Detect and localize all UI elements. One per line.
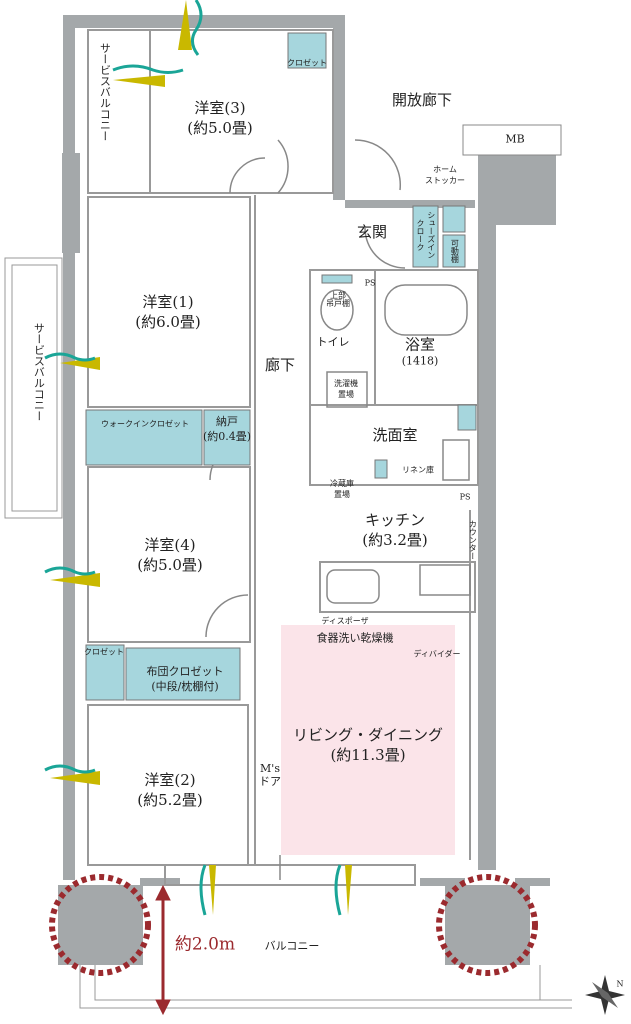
label-counter: カウンター bbox=[468, 520, 478, 560]
room-name: 洋室(1) bbox=[142, 292, 194, 311]
room-size: (約5.2畳) bbox=[137, 791, 203, 809]
label-divider: ディバイダー bbox=[413, 649, 461, 659]
room-size: (約6.0畳) bbox=[135, 313, 201, 331]
room-name: 洋室(4) bbox=[144, 535, 196, 554]
room-name: 洋室(3) bbox=[194, 98, 246, 117]
compass-icon bbox=[585, 975, 625, 1015]
label-home-stocker: ホーム ストッカー bbox=[425, 165, 465, 185]
room-size: (約5.0畳) bbox=[137, 556, 203, 574]
label-fridge-space: 冷蔵庫 置場 bbox=[330, 479, 354, 499]
room-toilet: トイレ bbox=[316, 335, 350, 349]
interior-walls bbox=[87, 29, 479, 886]
living-dining-area bbox=[281, 625, 455, 855]
label-ps: PS bbox=[459, 492, 471, 502]
pillar-marker-right bbox=[436, 874, 538, 976]
room-washroom: 洗面室 bbox=[372, 425, 418, 444]
label-futon-closet-note: (中段/枕棚付) bbox=[151, 680, 219, 693]
label-service-balcony: サービスバルコニー bbox=[98, 42, 112, 142]
room-size: (1418) bbox=[401, 354, 439, 368]
closets bbox=[85, 32, 477, 701]
label-closet: クロゼット bbox=[84, 647, 124, 657]
label-dishwasher: 食器洗い乾燥機 bbox=[316, 631, 394, 645]
label-futon-closet-name: 布団クロゼット bbox=[146, 665, 224, 679]
label-balcony: バルコニー bbox=[264, 939, 320, 953]
label-linen-closet: リネン庫 bbox=[402, 465, 434, 475]
room-name: 浴室 bbox=[404, 335, 436, 354]
ventilation-markers bbox=[44, 0, 352, 916]
room-storage: 納戸(約0.4畳) bbox=[203, 415, 251, 445]
label-ms-door: M's ドア bbox=[259, 761, 281, 788]
label-service-balcony: サービスバルコニー bbox=[32, 322, 46, 422]
room-size: (約0.4畳) bbox=[202, 430, 252, 443]
label-washer-space: 洗濯機 置場 bbox=[334, 379, 358, 399]
room-hallway: 廊下 bbox=[264, 355, 296, 374]
balcony-railing bbox=[4, 257, 572, 1009]
room-size: (約3.2畳) bbox=[362, 531, 428, 549]
balcony-depth-arrow bbox=[155, 884, 171, 1016]
label-walk-in-closet: ウォークインクロゼット bbox=[101, 419, 189, 429]
label-balcony-depth: 約2.0m bbox=[174, 934, 236, 955]
room-name: 納戸 bbox=[215, 415, 238, 429]
label-movable-shelf: 可動棚 bbox=[450, 239, 460, 263]
room-name: キッチン bbox=[364, 510, 425, 529]
label-upper-cabinet: 上部 吊戸棚 bbox=[326, 291, 350, 308]
room-size: (約11.3畳) bbox=[330, 746, 406, 764]
label-closet: クロゼット bbox=[287, 58, 327, 68]
label-futon-closet: 布団クロゼット(中段/枕棚付) bbox=[147, 665, 224, 695]
label-open-corridor: 開放廊下 bbox=[391, 90, 453, 109]
room-living-dining: リビング・ダイニング (約11.3畳) bbox=[293, 725, 443, 766]
room-bath: 浴室(1418) bbox=[402, 334, 439, 369]
room-western-1: 洋室(1) (約6.0畳) bbox=[135, 292, 201, 333]
walls bbox=[58, 15, 556, 965]
room-western-4: 洋室(4) (約5.0畳) bbox=[137, 535, 203, 576]
label-disposer: ディスポーザ bbox=[321, 616, 369, 626]
room-kitchen: キッチン (約3.2畳) bbox=[362, 510, 428, 551]
label-shoes-cloak: シューズイン クローク bbox=[416, 211, 436, 259]
fixtures bbox=[205, 139, 471, 880]
pillar-marker-left bbox=[49, 874, 151, 976]
room-western-3: 洋室(3) (約5.0畳) bbox=[187, 98, 253, 139]
room-name: 洋室(2) bbox=[144, 770, 196, 789]
compass-north-label: N bbox=[616, 979, 624, 989]
room-size: (約5.0畳) bbox=[187, 119, 253, 137]
room-entrance: 玄関 bbox=[356, 222, 388, 241]
label-mb: MB bbox=[505, 132, 525, 146]
room-name: リビング・ダイニング bbox=[292, 725, 444, 744]
label-ps: PS bbox=[364, 278, 376, 288]
room-western-2: 洋室(2) (約5.2畳) bbox=[137, 770, 203, 811]
